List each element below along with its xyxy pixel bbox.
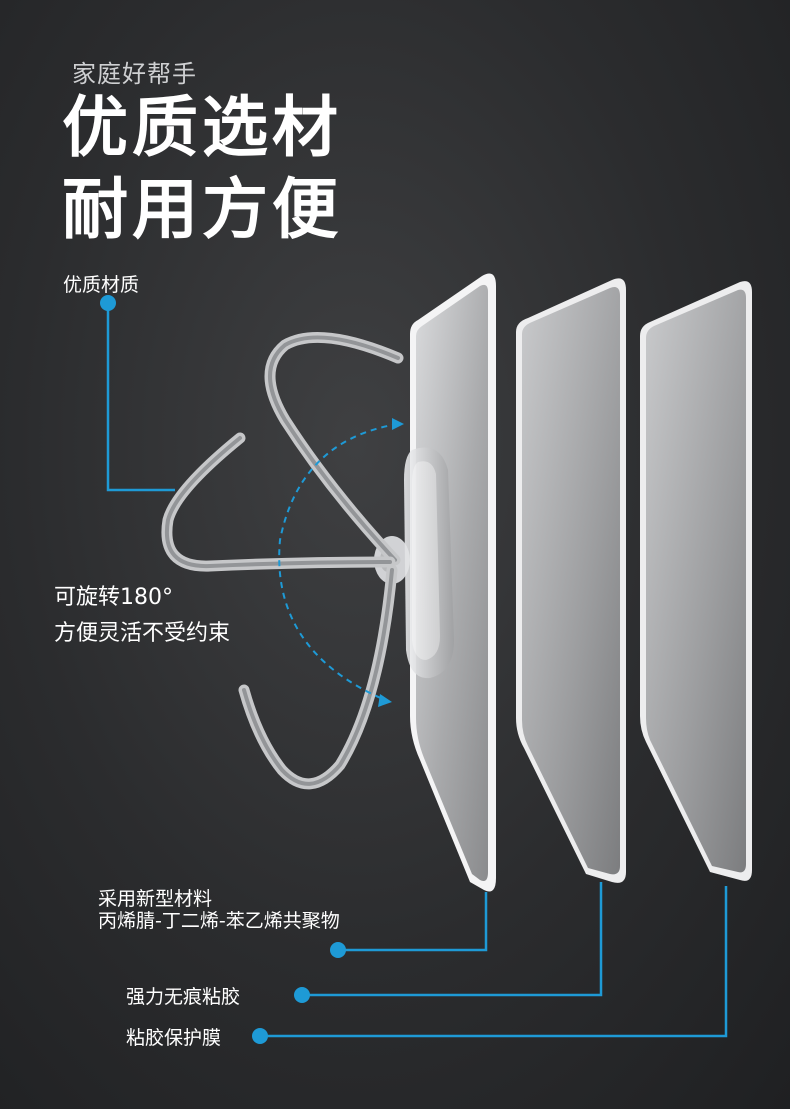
protective-film-plate [640, 281, 752, 881]
adhesive-plate [516, 278, 626, 883]
callout-adhesive: 强力无痕粘胶 [126, 986, 241, 1008]
callout-lines [106, 303, 728, 1038]
kicker-text: 家庭好帮手 [72, 60, 197, 88]
headline-line-2: 耐用方便 [62, 171, 342, 248]
headline-line-1: 优质选材 [62, 89, 342, 166]
rotation-arc [278, 418, 404, 707]
callout-dots [100, 295, 346, 1044]
callout-film: 粘胶保护膜 [126, 1027, 222, 1049]
callout-rotate-line-1: 可旋转180° [54, 585, 173, 610]
callout-material: 优质材质 [63, 274, 140, 296]
callout-new-material-line-2: 丙烯腈-丁二烯-苯乙烯共聚物 [98, 910, 340, 932]
callout-new-material-line-1: 采用新型材料 [98, 888, 213, 910]
abs-front-plate [410, 273, 496, 892]
hook-wires [161, 332, 404, 790]
callout-rotate-line-2: 方便灵活不受约束 [54, 621, 231, 646]
